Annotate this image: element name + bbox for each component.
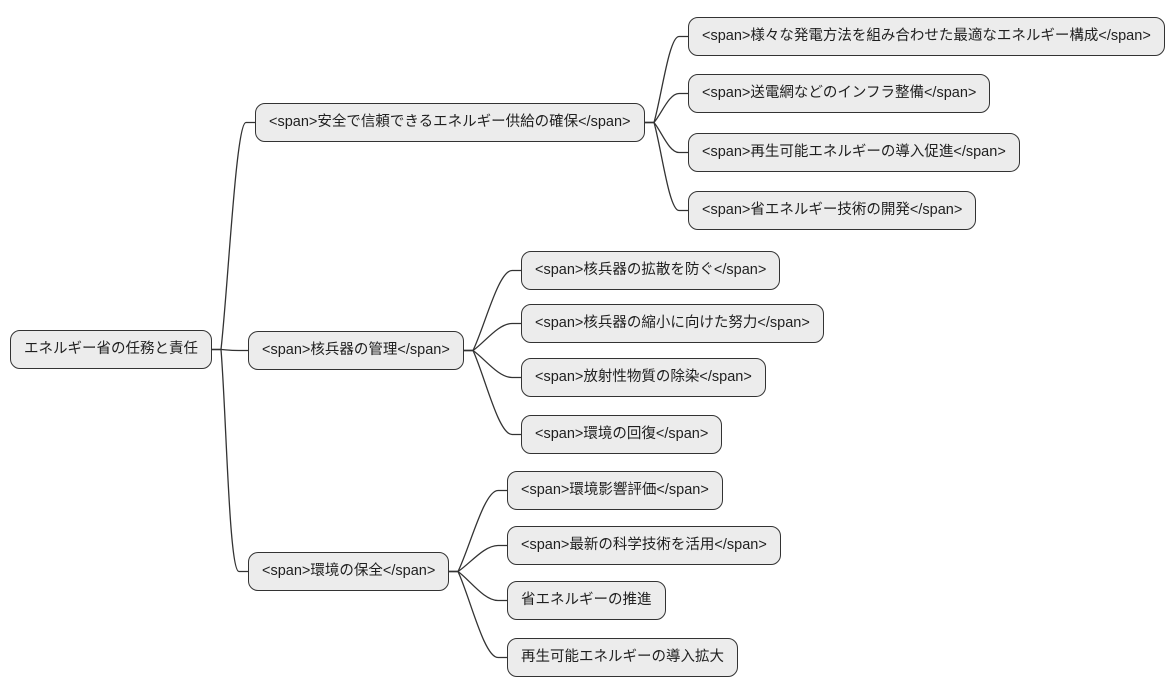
mindmap-connector — [645, 121, 688, 154]
mindmap-branch-node: <span>核兵器の管理</span> — [248, 331, 464, 370]
mindmap-connector — [449, 570, 507, 602]
mindmap-connector — [645, 121, 688, 212]
mindmap-leaf-node: <span>再生可能エネルギーの導入促進</span> — [688, 133, 1020, 172]
mindmap-connector — [449, 489, 507, 573]
mindmap-leaf-node: <span>様々な発電方法を組み合わせた最適なエネルギー構成</span> — [688, 17, 1165, 56]
mindmap-connector — [464, 322, 521, 352]
mindmap-connector — [464, 349, 521, 379]
mindmap-leaf-node: <span>省エネルギー技術の開発</span> — [688, 191, 977, 230]
mindmap-leaf-node: <span>環境影響評価</span> — [507, 471, 723, 510]
mindmap-leaf-node: <span>送電網などのインフラ整備</span> — [688, 74, 991, 113]
mindmap-connector — [449, 570, 507, 659]
mindmap-leaf-node: <span>放射性物質の除染</span> — [521, 358, 766, 397]
mindmap-branch-node: <span>環境の保全</span> — [248, 552, 450, 591]
mindmap-leaf-node: <span>核兵器の縮小に向けた努力</span> — [521, 304, 824, 343]
mindmap-connector — [645, 92, 688, 124]
mindmap-leaf-node: 再生可能エネルギーの導入拡大 — [507, 638, 738, 677]
mindmap-leaf-node: <span>核兵器の拡散を防ぐ</span> — [521, 251, 781, 290]
mindmap-connector — [212, 121, 255, 351]
mindmap-connector — [212, 348, 248, 573]
mindmap-connector — [449, 544, 507, 573]
mindmap-leaf-node: 省エネルギーの推進 — [507, 581, 666, 620]
mindmap-connector — [464, 269, 521, 352]
mindmap-leaf-node: <span>環境の回復</span> — [521, 415, 723, 454]
mindmap-connector — [645, 35, 688, 124]
mindmap-leaf-node: <span>最新の科学技術を活用</span> — [507, 526, 781, 565]
mindmap-branch-node: <span>安全で信頼できるエネルギー供給の確保</span> — [255, 103, 645, 142]
mindmap-root-node: エネルギー省の任務と責任 — [10, 330, 212, 369]
mindmap-connector — [464, 349, 521, 436]
